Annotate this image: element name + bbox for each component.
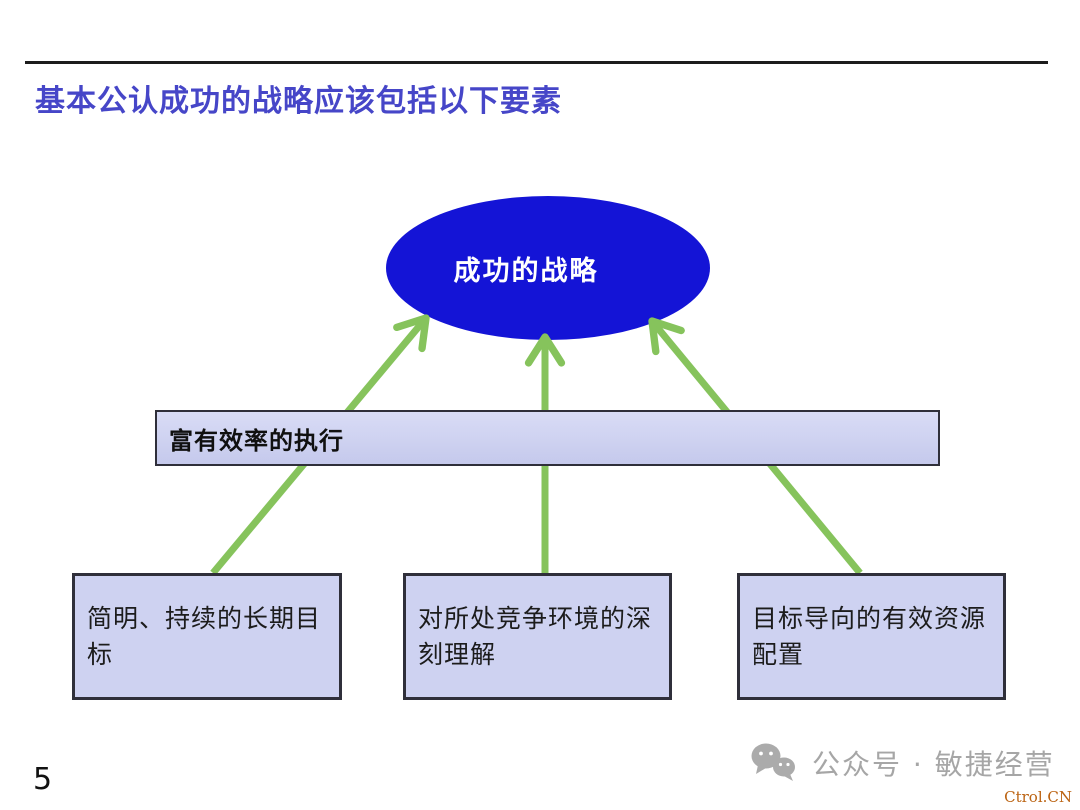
box-resource-allocation-label: 目标导向的有效资源配置 — [752, 604, 987, 669]
box-long-term-goals: 简明、持续的长期目标 — [72, 573, 342, 700]
success-strategy-ellipse: 成功的战略 — [386, 196, 710, 340]
wechat-brand: 公众号 · 敏捷经营 — [750, 742, 1055, 784]
box-competitive-understanding: 对所处竞争环境的深刻理解 — [403, 573, 672, 700]
execution-bar-label: 富有效率的执行 — [169, 425, 344, 455]
slide-title: 基本公认成功的战略应该包括以下要素 — [35, 84, 562, 119]
box-competitive-understanding-label: 对所处竞争环境的深刻理解 — [418, 604, 653, 669]
page-number: 5 — [33, 762, 53, 797]
title-rule — [25, 61, 1048, 64]
wechat-account-label: 公众号 · 敏捷经营 — [812, 748, 1055, 781]
efficient-execution-bar: 富有效率的执行 — [155, 410, 940, 466]
watermark-ctrol: Ctrol.CN — [1004, 788, 1072, 806]
box-resource-allocation: 目标导向的有效资源配置 — [737, 573, 1006, 700]
ellipse-label: 成功的战略 — [453, 255, 599, 287]
wechat-icon — [751, 743, 795, 781]
box-long-term-goals-label: 简明、持续的长期目标 — [87, 604, 322, 669]
